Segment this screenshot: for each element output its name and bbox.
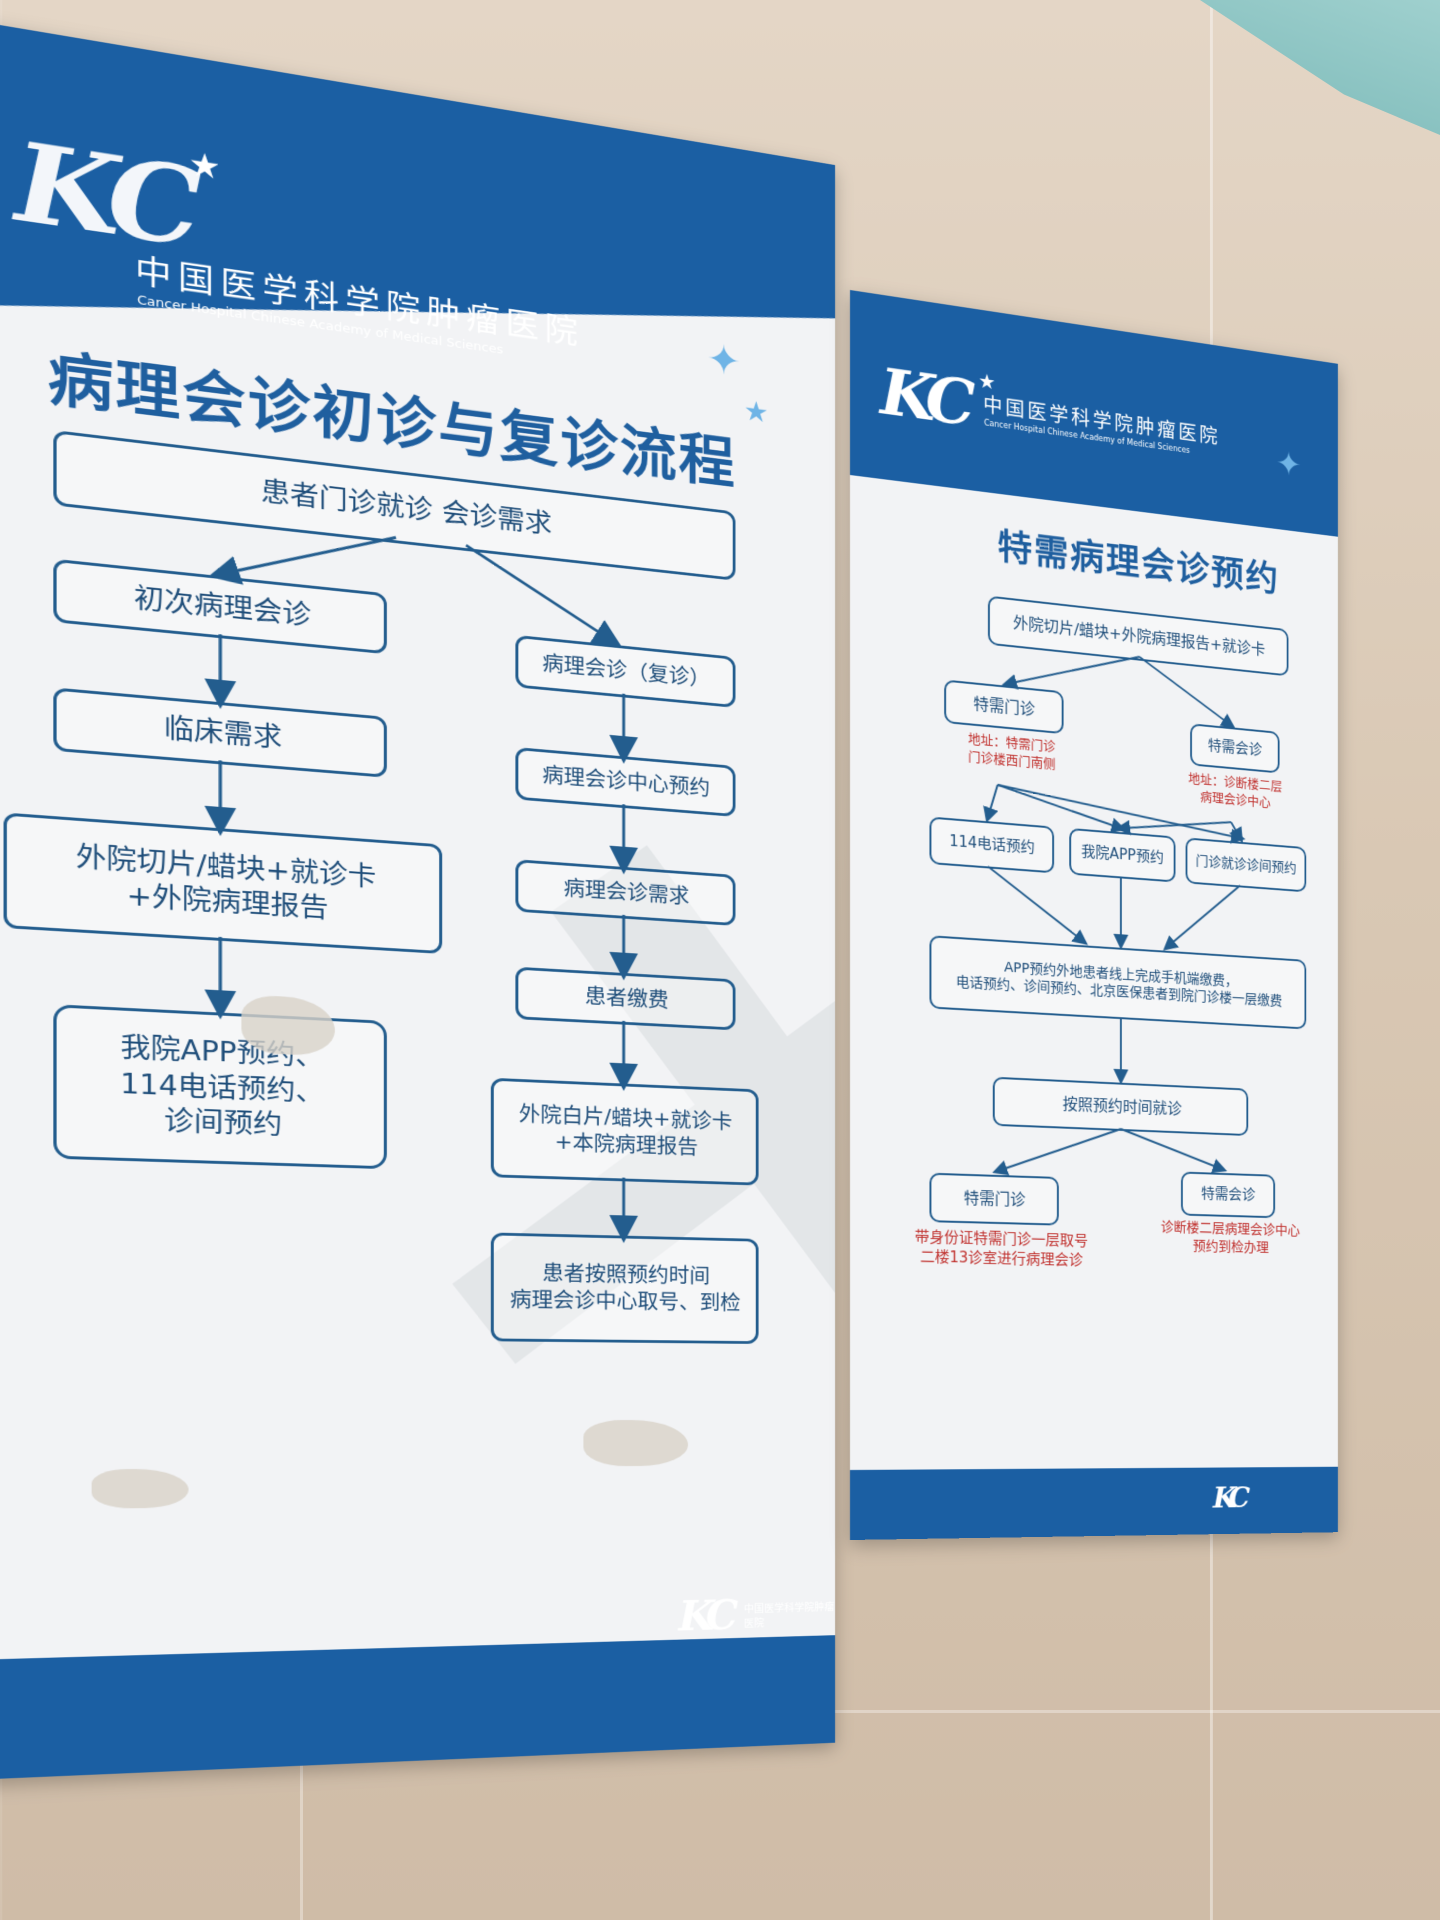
right-poster: KC ★ 中国医学科学院肿瘤医院 Cancer Hospital Chinese…: [850, 290, 1338, 1540]
left-poster: KC ★ 中国医学科学院肿瘤医院 Cancer Hospital Chinese…: [0, 20, 835, 1780]
poster-damage: [91, 1468, 189, 1509]
footer-logo: KC: [679, 1593, 731, 1641]
poster-damage: [583, 1420, 688, 1467]
flow-arrows: [0, 20, 835, 1780]
footer-hospital-name: 中国医学科学院肿瘤医院: [743, 1601, 835, 1630]
logo-mark: KC: [1212, 1481, 1243, 1516]
footer-logo: KC: [1213, 1482, 1243, 1516]
wall-seam: [300, 1720, 303, 1920]
logo-mark: KC: [678, 1592, 731, 1641]
flow-arrows: [850, 290, 1338, 1540]
